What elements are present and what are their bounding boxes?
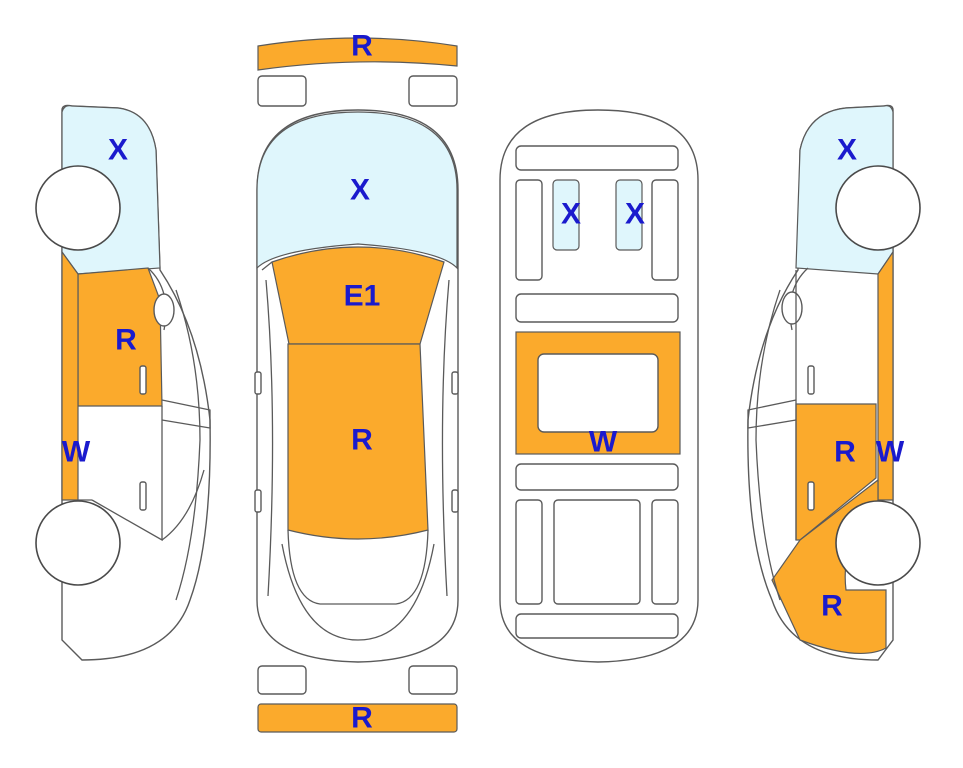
interior-view: [499, 109, 699, 663]
left-mirror-side: [153, 293, 175, 327]
rear-bumper-label: R: [351, 702, 373, 735]
front-bumper-label: R: [351, 30, 373, 63]
front-left-lamp: [257, 75, 307, 107]
floor-opening: [537, 353, 659, 433]
trunk-line: [281, 543, 435, 641]
top-view: [254, 37, 459, 733]
right-rear-door-label: R: [834, 436, 856, 469]
windshield-panel[interactable]: [256, 111, 458, 270]
left-mirror: [254, 371, 262, 395]
sunroof-left-panel[interactable]: [552, 179, 580, 251]
front-bumper-panel[interactable]: [257, 37, 458, 71]
right-pillar-line: [441, 279, 450, 597]
right-mirror-side: [781, 291, 803, 325]
right-rear-wheel: [835, 500, 921, 586]
floor-label: W: [589, 426, 618, 459]
left-pillar-line: [265, 279, 274, 597]
rear-window-line: [287, 529, 429, 605]
left-front-wheel: [35, 165, 121, 251]
right-front-wheel: [835, 165, 921, 251]
left-rocker-label: W: [62, 436, 91, 469]
front-right-lamp: [408, 75, 458, 107]
sunroof-right-label: X: [625, 198, 645, 231]
right-quarter-label: R: [821, 590, 843, 623]
left-rear-wheel: [35, 500, 121, 586]
right-glass-label: X: [837, 134, 857, 167]
damage-labels: R X E1 R R X X W X R W X R W R: [62, 30, 905, 735]
hood-panel[interactable]: [271, 246, 445, 345]
left-glass-label: X: [108, 134, 128, 167]
sunroof-right-panel[interactable]: [615, 179, 643, 251]
left-side-view: [35, 104, 211, 661]
sunroof-left-label: X: [561, 198, 581, 231]
roof-label: R: [351, 424, 373, 457]
rear-left-lamp: [257, 665, 307, 695]
left-front-door-label: R: [115, 324, 137, 357]
right-mirror: [451, 371, 459, 395]
left-rocker-panel[interactable]: [61, 250, 92, 501]
hood-label: E1: [344, 280, 381, 313]
rear-right-lamp: [408, 665, 458, 695]
windshield-label: X: [350, 174, 370, 207]
rear-bumper-panel[interactable]: [257, 703, 458, 733]
right-side-view: [747, 104, 921, 661]
right-rocker-label: W: [876, 436, 905, 469]
